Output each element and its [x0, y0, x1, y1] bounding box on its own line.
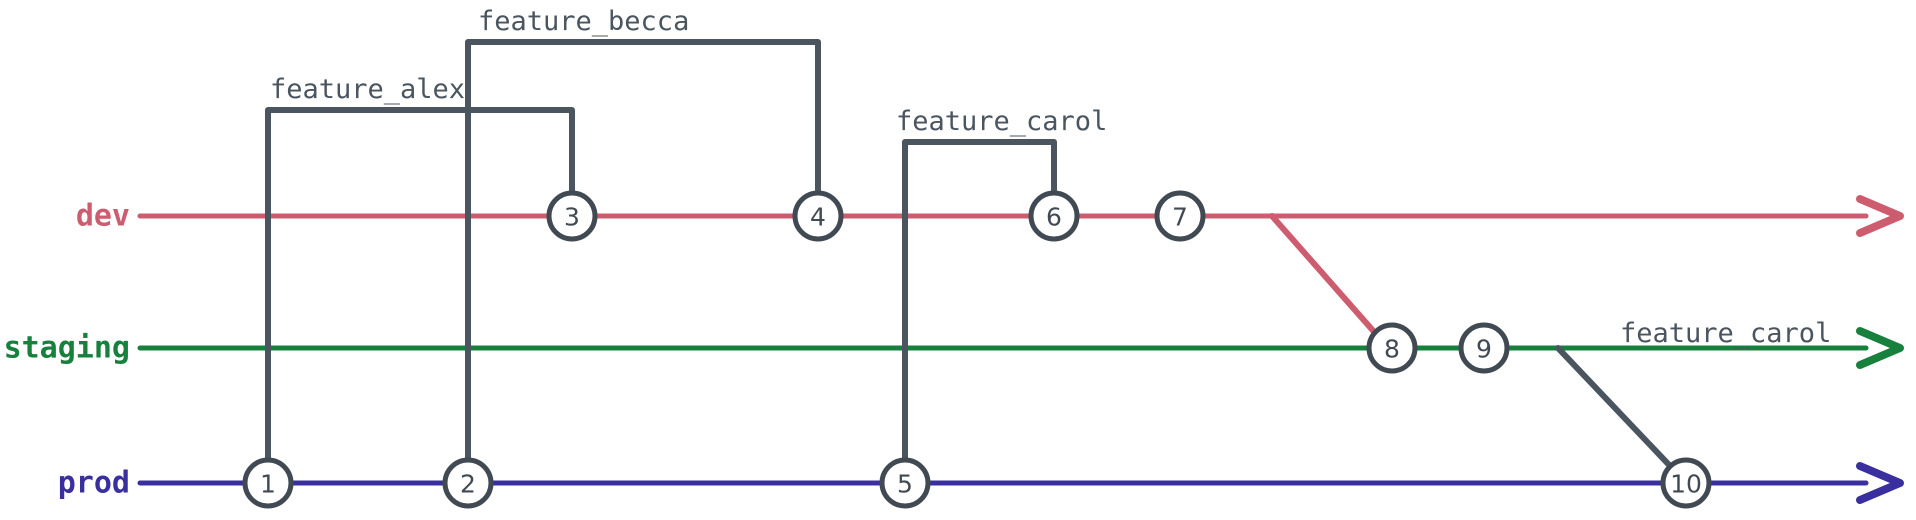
merge-path-feature_carol-staging-to-prod [1555, 345, 1675, 471]
arrowhead-prod [1856, 462, 1904, 504]
commit-id-6: 6 [1046, 203, 1062, 232]
merge-label-feature_carol-staging-to-prod: feature_carol [1620, 318, 1831, 349]
commit-circle-2[interactable] [442, 457, 494, 509]
merge-paths [1269, 213, 1675, 471]
commit-nodes: 1 2 3 4 5 6 7 8 9 10 [242, 190, 1712, 509]
commit-node-1[interactable]: 1 [242, 457, 294, 509]
commit-id-3: 3 [564, 203, 580, 232]
commit-id-10: 10 [1670, 470, 1702, 499]
commit-node-5[interactable]: 5 [879, 457, 931, 509]
commit-id-9: 9 [1476, 335, 1492, 364]
branch-label-staging: staging [4, 331, 130, 366]
feature-branch-paths [265, 39, 1057, 481]
merge-path-dev-to-staging-merge [1269, 213, 1379, 337]
branch-arrowheads [1856, 195, 1904, 504]
commit-id-5: 5 [897, 470, 913, 499]
commit-circle-4[interactable] [792, 190, 844, 242]
feature-branch-path-feature_becca [465, 39, 821, 481]
feature-label-feature_becca: feature_becca [478, 6, 689, 37]
commit-id-2: 2 [460, 470, 476, 499]
branch-label-prod: prod [58, 466, 130, 501]
feature-branch-path-feature_alex [265, 107, 575, 481]
feature-name-labels: feature_alexfeature_beccafeature_carolfe… [270, 6, 1831, 349]
commit-circle-8[interactable] [1366, 322, 1418, 374]
commit-node-6[interactable]: 6 [1028, 190, 1080, 242]
branch-lanes [137, 213, 1869, 486]
commit-node-8[interactable]: 8 [1366, 322, 1418, 374]
commit-circle-10[interactable] [1660, 457, 1712, 509]
commit-id-7: 7 [1172, 203, 1188, 232]
feature-branch-path-feature_carol [902, 139, 1057, 481]
commit-circle-6[interactable] [1028, 190, 1080, 242]
branch-label-dev: dev [76, 199, 130, 234]
commit-id-1: 1 [260, 470, 276, 499]
commit-node-10[interactable]: 10 [1660, 457, 1712, 509]
commit-node-4[interactable]: 4 [792, 190, 844, 242]
commit-circle-3[interactable] [546, 190, 598, 242]
commit-circle-9[interactable] [1458, 322, 1510, 374]
commit-node-3[interactable]: 3 [546, 190, 598, 242]
feature-label-feature_alex: feature_alex [270, 74, 465, 105]
commit-circle-1[interactable] [242, 457, 294, 509]
arrowhead-dev [1856, 195, 1904, 237]
commit-id-4: 4 [810, 203, 826, 232]
commit-id-8: 8 [1384, 335, 1400, 364]
commit-circle-5[interactable] [879, 457, 931, 509]
branch-name-labels: dev staging prod [4, 199, 130, 501]
commit-node-7[interactable]: 7 [1154, 190, 1206, 242]
arrowhead-staging [1856, 327, 1904, 369]
commit-circle-7[interactable] [1154, 190, 1206, 242]
commit-node-9[interactable]: 9 [1458, 322, 1510, 374]
commit-node-2[interactable]: 2 [442, 457, 494, 509]
feature-label-feature_carol: feature_carol [896, 106, 1107, 137]
